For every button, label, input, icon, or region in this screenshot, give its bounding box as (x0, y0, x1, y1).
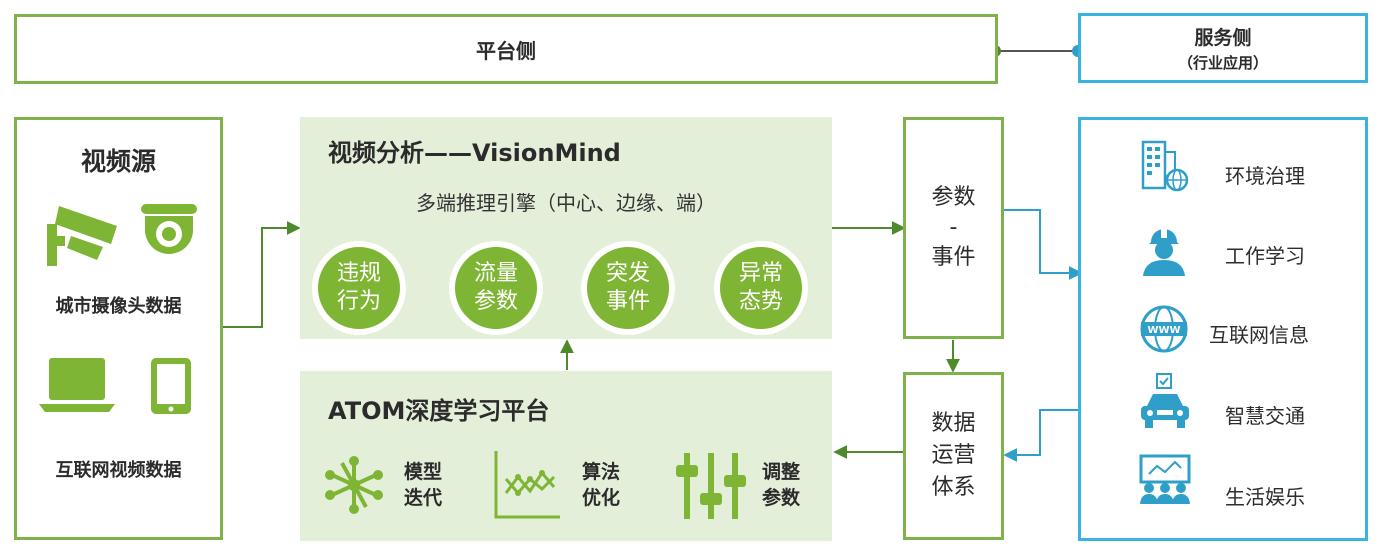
circle-violation: 违规行为 (312, 241, 406, 335)
molecule-icon (325, 456, 383, 514)
atom-title: ATOM深度学习平台 (328, 397, 550, 425)
tablet-icon (151, 358, 191, 414)
data-operations-box: 数据 运营 体系 (903, 372, 1004, 540)
service-traffic-label: 智慧交通 (1225, 404, 1305, 428)
building-globe-icon (1141, 140, 1189, 192)
inference-engine-subtitle: 多端推理引擎（中心、边缘、端） (416, 191, 716, 215)
www-globe-icon: WWW (1140, 305, 1188, 353)
service-life-label: 生活娱乐 (1225, 485, 1305, 509)
laptop-icon (39, 358, 115, 412)
video-analysis-title: 视频分析——VisionMind (328, 139, 621, 167)
video-sources-title: 视频源 (80, 147, 156, 176)
audience-screen-icon (1139, 454, 1191, 504)
worker-icon (1143, 228, 1185, 276)
tool-params-label: 调整参数 (762, 461, 801, 509)
tool-model-label: 模型迭代 (404, 461, 443, 509)
platform-side-label: 平台侧 (476, 38, 536, 63)
service-side-bar: 服务侧 （行业应用） (1078, 13, 1368, 83)
circle-traffic: 流量参数 (449, 241, 543, 335)
dome-camera-icon (141, 204, 197, 254)
video-analysis-panel: 视频分析——VisionMind 多端推理引擎（中心、边缘、端） 违规行为 流量… (300, 117, 832, 339)
svg-text:WWW: WWW (1147, 325, 1180, 336)
camera-data-label: 城市摄像头数据 (55, 296, 182, 317)
internet-data-label: 互联网视频数据 (55, 460, 182, 481)
line-chart-icon (494, 451, 560, 519)
service-environment-label: 环境治理 (1225, 164, 1305, 188)
services-box: 环境治理 工作学习 WWW 互联网信息 智慧交通 生活娱乐 (1078, 117, 1368, 541)
service-side-sublabel: （行业应用） (1177, 54, 1268, 72)
service-work-label: 工作学习 (1225, 244, 1305, 268)
cctv-camera-icon (47, 206, 117, 266)
params-event-box: 参数 - 事件 (903, 117, 1004, 339)
sliders-icon (676, 453, 746, 519)
platform-side-bar: 平台侧 (14, 14, 998, 84)
circle-emergency: 突发事件 (581, 241, 675, 335)
video-sources-box: 视频源 城市摄像头数据 互联网视频数据 (14, 117, 223, 540)
service-internet-label: 互联网信息 (1209, 323, 1309, 347)
circle-anomaly: 异常态势 (714, 241, 808, 335)
service-side-label: 服务侧 (1194, 27, 1252, 49)
car-icon (1141, 373, 1189, 428)
atom-platform-panel: ATOM深度学习平台 模型迭代 算法优化 调整参数 (300, 371, 832, 541)
tool-algorithm-label: 算法优化 (582, 461, 621, 509)
